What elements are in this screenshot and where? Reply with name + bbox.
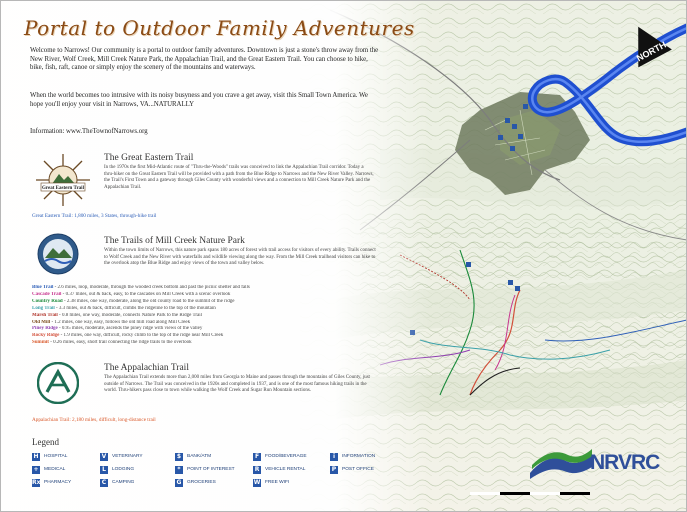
trail-description: - 1.2 miles, one way, easy, follows the … bbox=[51, 319, 191, 325]
mill-creek-logo bbox=[37, 233, 79, 275]
legend-item: i INFORMATION bbox=[330, 452, 375, 461]
trail-name: Summit bbox=[32, 340, 49, 346]
legend-title: Legend bbox=[32, 437, 59, 447]
legend-label: VETERINARY bbox=[112, 454, 143, 459]
trail-list: Blue Trail - 2.6 miles, loop, moderate, … bbox=[32, 285, 377, 347]
great-eastern-body: In the 1970s the first Mid-Atlantic rout… bbox=[104, 165, 374, 190]
legend-item: F FOOD/BEVERAGE bbox=[253, 452, 307, 461]
legend-item: G GROCERIES bbox=[175, 478, 216, 487]
legend-item: + MEDICAL bbox=[32, 465, 65, 474]
legend-icon: R bbox=[253, 465, 261, 474]
trail-row: Marsh Trail - 0.8 miles, one way, modera… bbox=[32, 313, 377, 320]
appalachian-title: The Appalachian Trail bbox=[104, 363, 189, 373]
legend-item: H HOSPITAL bbox=[32, 452, 67, 461]
legend-item: V VETERINARY bbox=[100, 452, 143, 461]
intro-paragraph-1: Welcome to Narrows! Our community is a p… bbox=[30, 47, 379, 72]
great-eastern-logo-text: Great Eastern Trail bbox=[42, 186, 85, 191]
legend-icon: G bbox=[175, 478, 183, 487]
trail-row: Country Road - 2.38 miles, one way, mode… bbox=[32, 299, 377, 306]
legend-label: FOOD/BEVERAGE bbox=[265, 454, 307, 459]
legend-item: * POINT OF INTEREST bbox=[175, 465, 235, 474]
trail-description: - 0.8 miles, one way, moderate, connects… bbox=[59, 312, 203, 318]
appalachian-summary: Appalachian Trail: 2,180 miles, difficul… bbox=[32, 417, 156, 423]
trail-name: Cascade Trail bbox=[32, 291, 62, 297]
mill-creek-body: Within the town limits of Narrows, this … bbox=[104, 248, 376, 267]
trail-row: Piney Ridge - 0.95 miles, moderate, asce… bbox=[32, 326, 377, 333]
great-eastern-trail-logo: Great Eastern Trail bbox=[36, 154, 90, 206]
trail-description: - 0.37 miles, out & back, easy, to the c… bbox=[62, 291, 231, 297]
trail-name: Marsh Trail bbox=[32, 312, 58, 318]
legend-icon: P bbox=[330, 465, 338, 474]
trail-name: Piney Ridge bbox=[32, 326, 58, 332]
legend-item: L LODGING bbox=[100, 465, 134, 474]
appalachian-body: The Appalachian Trail extends more than … bbox=[104, 375, 370, 394]
legend-label: MEDICAL bbox=[44, 467, 66, 472]
legend-item: W FREE WIFI bbox=[253, 478, 289, 487]
trail-name: Rocky Ridge bbox=[32, 333, 60, 339]
legend-label: INFORMATION bbox=[342, 454, 376, 459]
trail-name: Country Road bbox=[32, 298, 63, 304]
legend-label: GROCERIES bbox=[187, 480, 216, 485]
legend-icon: V bbox=[100, 452, 108, 461]
page-title: Portal to Outdoor Family Adventures bbox=[24, 16, 415, 40]
north-arrow: NORTH bbox=[635, 26, 672, 68]
trail-row: Old Mill - 1.2 miles, one way, easy, fol… bbox=[32, 320, 377, 327]
trail-name: Blue Trail bbox=[32, 285, 54, 290]
legend-icon: F bbox=[253, 452, 261, 461]
great-eastern-title: The Great Eastern Trail bbox=[104, 153, 194, 163]
legend-icon: L bbox=[100, 465, 108, 474]
trail-row: Cascade Trail - 0.37 miles, out & back, … bbox=[32, 292, 377, 299]
legend-item: P POST OFFICE bbox=[330, 465, 374, 474]
appalachian-trail-logo bbox=[37, 362, 79, 404]
legend-label: VEHICLE RENTAL bbox=[265, 467, 306, 472]
trail-row: Summit - 0.26 miles, easy, short trail c… bbox=[32, 340, 377, 347]
trail-row: Long Trail - 3.3 miles, out & back, diff… bbox=[32, 306, 377, 313]
trail-description: - 0.26 miles, easy, short trail connecti… bbox=[50, 340, 192, 346]
legend-icon: H bbox=[32, 452, 40, 461]
trail-name: Old Mill bbox=[32, 319, 51, 325]
legend-icon: Rx bbox=[32, 478, 41, 487]
trail-description: - 3.3 miles, out & back, difficult, clim… bbox=[56, 305, 216, 311]
legend-icon: i bbox=[330, 452, 338, 461]
mill-creek-title: The Trails of Mill Creek Nature Park bbox=[104, 236, 245, 246]
legend-icon: W bbox=[253, 478, 261, 487]
nrvrc-logo-graphic bbox=[530, 449, 592, 479]
legend-label: POST OFFICE bbox=[342, 467, 374, 472]
trail-row: Rocky Ridge - 1.9 miles, one way, diffic… bbox=[32, 333, 377, 340]
legend-item: C CAMPING bbox=[100, 478, 134, 487]
legend-label: FREE WIFI bbox=[265, 480, 290, 485]
legend-label: LODGING bbox=[112, 467, 135, 472]
legend-icon: + bbox=[32, 465, 40, 474]
legend-item: R VEHICLE RENTAL bbox=[253, 465, 305, 474]
legend-label: HOSPITAL bbox=[44, 454, 68, 459]
trail-description: - 2.6 miles, loop, moderate, through the… bbox=[54, 285, 250, 290]
nrvrc-logo-text: NRVRC bbox=[590, 451, 660, 474]
great-eastern-summary: Great Eastern Trail: 1,800 miles, 3 Stat… bbox=[32, 213, 157, 219]
info-line: Information: www.TheTownofNarrows.org bbox=[30, 128, 148, 135]
legend-label: CAMPING bbox=[112, 480, 135, 485]
legend-label: PHARMACY bbox=[44, 480, 72, 485]
intro-paragraph-2: When the world becomes too intrusive wit… bbox=[30, 92, 368, 108]
trail-name: Long Trail bbox=[32, 305, 55, 311]
trail-row: Blue Trail - 2.6 miles, loop, moderate, … bbox=[32, 285, 377, 292]
trail-description: - 0.95 miles, moderate, ascends the pine… bbox=[58, 326, 203, 332]
trail-description: - 2.38 miles, one way, moderate, along t… bbox=[63, 298, 235, 304]
legend-icon: * bbox=[175, 465, 183, 474]
trail-description: - 1.9 miles, one way, difficult, rocky c… bbox=[60, 333, 224, 339]
legend-item: $ BANK/ATM bbox=[175, 452, 211, 461]
legend-label: BANK/ATM bbox=[187, 454, 212, 459]
legend-label: POINT OF INTEREST bbox=[187, 467, 235, 472]
legend-icon: $ bbox=[175, 452, 183, 461]
legend-icon: C bbox=[100, 478, 108, 487]
